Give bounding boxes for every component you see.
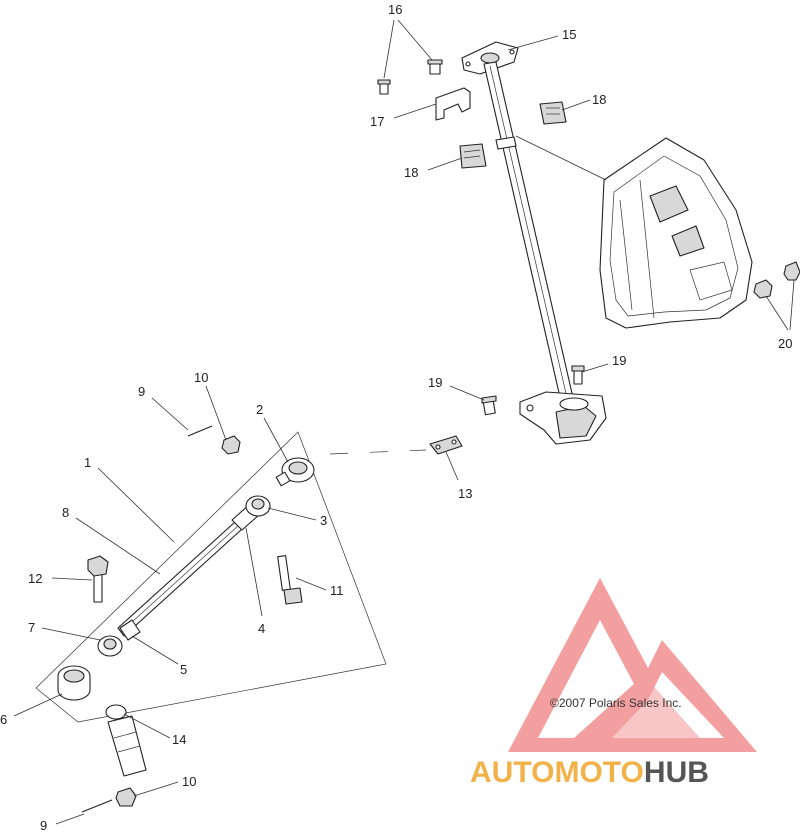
callout-18-upper: 18: [592, 92, 606, 107]
callout-7: 7: [28, 620, 35, 635]
steering-column-assembly: [377, 41, 607, 445]
nut-10-lower: [115, 787, 137, 807]
nut-20-right: [783, 261, 800, 281]
callout-5: 5: [180, 662, 187, 677]
callout-10-upper: 10: [194, 370, 208, 385]
bolt-12: [87, 555, 109, 603]
callout-9-upper: 9: [138, 384, 145, 399]
callout-12: 12: [28, 571, 42, 586]
callout-6: 6: [0, 712, 7, 727]
callout-3: 3: [320, 513, 327, 528]
callout-9-lower: 9: [40, 818, 47, 833]
watermark-text-part1: AUTOMOTO: [470, 756, 644, 789]
watermark-logo-icon: [508, 578, 757, 752]
callout-19-right: 19: [612, 353, 626, 368]
callout-8: 8: [62, 505, 69, 520]
callout-18-lower: 18: [404, 165, 418, 180]
watermark-text: AUTOMOTOHUB: [470, 756, 709, 789]
callout-17: 17: [370, 114, 384, 129]
bolt-11: [277, 555, 303, 605]
callout-1: 1: [84, 455, 91, 470]
bearing-6: [57, 665, 91, 701]
assembly-connection-line: [329, 449, 427, 455]
bolt-16-right: [427, 59, 443, 75]
kit-frame: [35, 431, 387, 723]
watermark-text-part2: HUB: [644, 756, 709, 789]
cotter-pin-9-lower: [81, 799, 113, 813]
column-lower-bracket: [519, 391, 607, 445]
callout-19-left: 19: [428, 375, 442, 390]
copyright-notice: ©2007 Polaris Sales Inc.: [550, 696, 682, 710]
callout-10-lower: 10: [182, 774, 196, 789]
callout-14: 14: [172, 732, 186, 747]
bearing-2: [275, 457, 315, 487]
callout-4: 4: [258, 621, 265, 636]
leader-lines: [13, 19, 795, 825]
bolt-19-left: [481, 395, 497, 416]
nut-10-upper: [221, 435, 241, 455]
bolt-16-left: [377, 79, 391, 95]
cotter-pin-9-upper: [187, 425, 213, 437]
callout-2: 2: [256, 402, 263, 417]
bracket-13: [429, 435, 463, 455]
clip-18-lower: [459, 143, 487, 169]
clip-18-upper: [539, 101, 567, 125]
callout-15: 15: [562, 27, 576, 42]
tie-rod-end-3: [245, 495, 271, 517]
callout-20: 20: [778, 336, 792, 351]
tie-rod-end-7: [97, 635, 123, 657]
callout-16: 16: [388, 2, 402, 17]
shaft-collar: [119, 619, 141, 641]
boot-14: [105, 704, 147, 777]
callout-11: 11: [330, 583, 344, 598]
steering-shaft-assembly: [57, 425, 463, 813]
callout-13: 13: [458, 486, 472, 501]
bracket-17: [435, 87, 471, 121]
bolt-19-right: [571, 365, 585, 385]
nut-20-left: [753, 279, 773, 299]
dash-panel: [599, 137, 753, 329]
